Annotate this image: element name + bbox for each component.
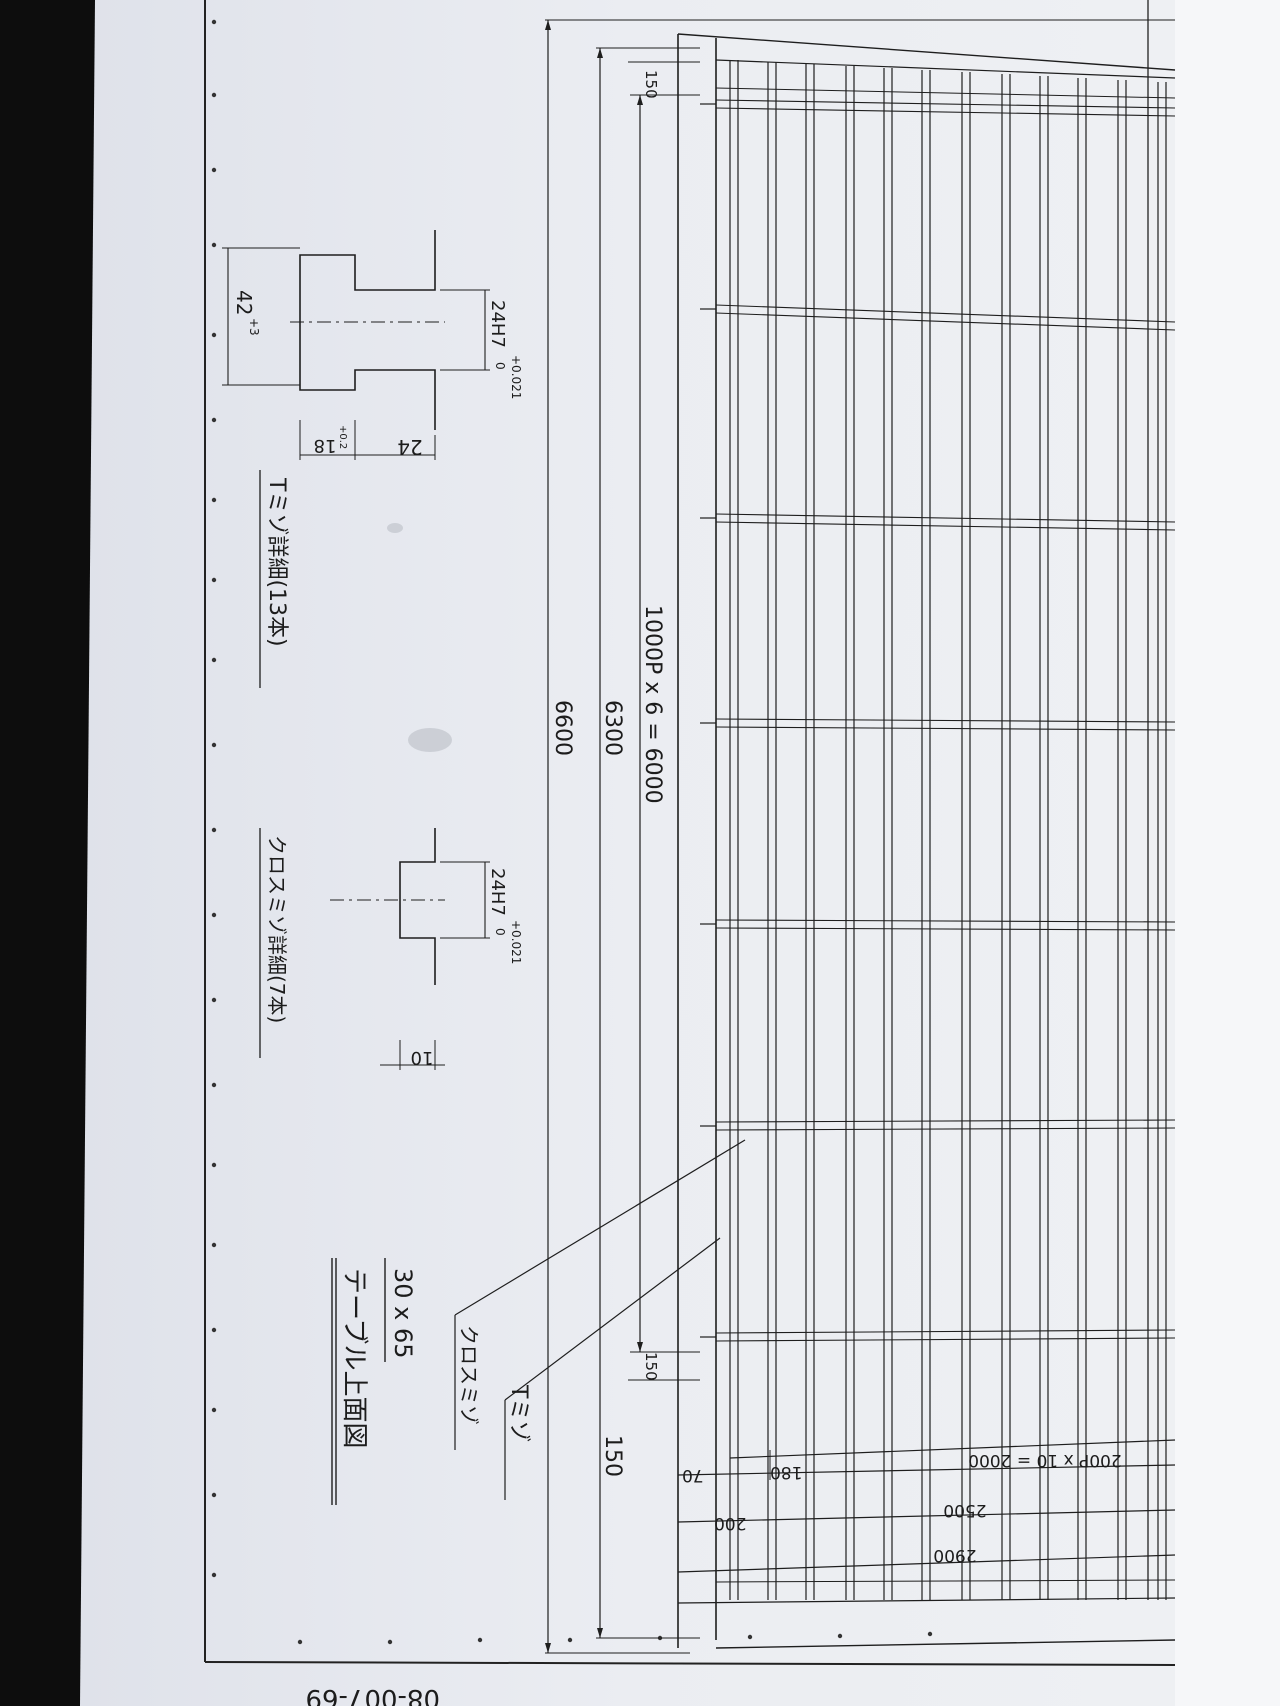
- dim-150-bottom: 150: [642, 1352, 660, 1381]
- t-slot-section: [222, 230, 490, 460]
- border-frame: [204, 0, 1176, 1666]
- table-plan-view: [677, 33, 1176, 1649]
- callout-leaders: [454, 1139, 746, 1500]
- dim-200p: 200P x 10 = 2000: [968, 1450, 1122, 1470]
- dim-70: 70: [682, 1465, 704, 1485]
- dim-6300: 6300: [600, 700, 625, 756]
- dim-150-outer: 150: [600, 1435, 625, 1477]
- t-slot-tol-upper: +0.021: [509, 355, 523, 399]
- callout-cross-slot: クロスミゾ: [457, 1325, 481, 1425]
- margin-dots: [211, 19, 933, 1645]
- cross-slot-tol-lower: 0: [493, 928, 507, 936]
- t-slot-tol-lower: 0: [493, 362, 507, 370]
- drawing-number: 08-007-69: [305, 1683, 440, 1706]
- t-slot-depth-24: 24: [397, 435, 422, 459]
- length-dimension-lines: [545, 19, 1175, 1654]
- dim-180: 180: [770, 1462, 802, 1482]
- dim-150-top: 150: [642, 70, 660, 99]
- dim-200: 200: [714, 1513, 746, 1533]
- cross-slot-tol-upper: +0.021: [509, 920, 523, 964]
- paper-smudges: [387, 523, 452, 752]
- dim-2500: 2500: [943, 1500, 986, 1520]
- cross-slot-section: [330, 828, 490, 1070]
- t-slot-width: 24H7: [487, 300, 508, 348]
- t-slot-depth-18: 18: [314, 435, 337, 456]
- cross-slot-depth: 10: [411, 1047, 434, 1068]
- t-slot-head-width: 42: [232, 290, 256, 315]
- t-slot-detail-title: Tミゾ詳細(13本): [264, 477, 289, 647]
- t-slot-depth-18-tol: +0.2: [337, 425, 348, 449]
- callout-t-slot: Tミゾ: [506, 1384, 531, 1442]
- dim-pitch-length: 1000P x 6 = 6000: [640, 605, 665, 804]
- cross-slot-width: 24H7: [487, 868, 508, 916]
- width-dimension-lines: [677, 1439, 1176, 1578]
- dim-2900: 2900: [933, 1545, 976, 1565]
- plate-size: 30 x 65: [389, 1268, 417, 1359]
- t-slot-head-tol: +3: [247, 318, 261, 336]
- cross-slot-detail-title: クロスミゾ詳細(7本): [265, 835, 289, 1023]
- drawing-title: テーブル上面図: [339, 1268, 369, 1448]
- dim-6600: 6600: [550, 700, 575, 756]
